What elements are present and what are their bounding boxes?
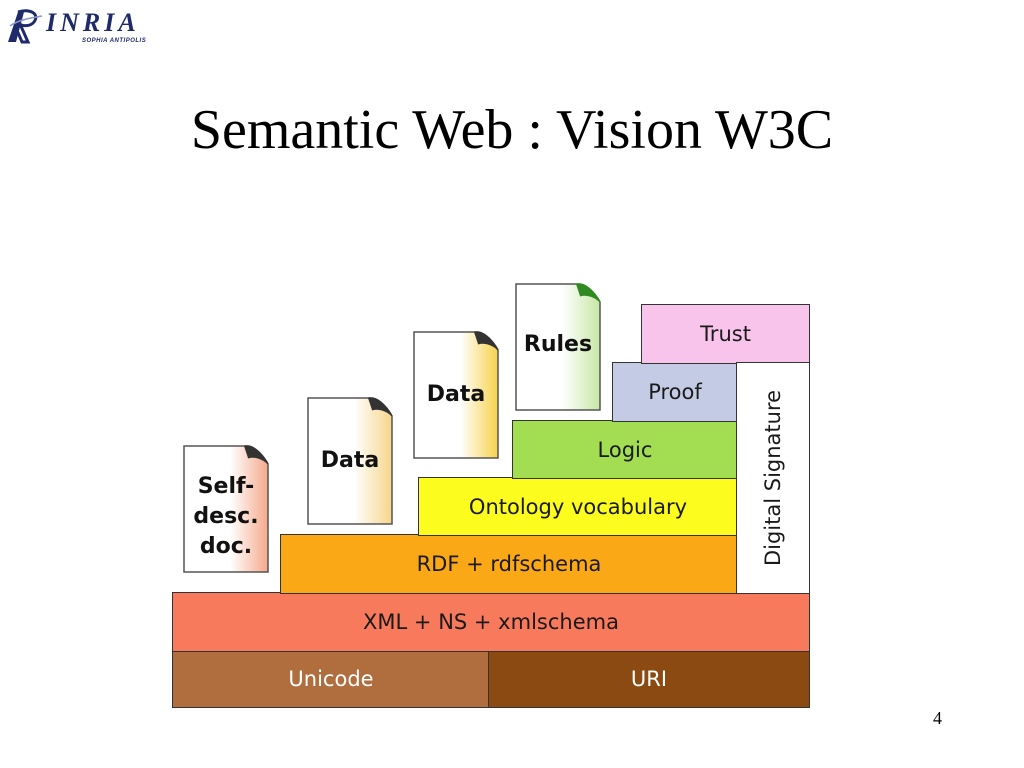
- layer-logic: Logic: [512, 420, 738, 479]
- layer-ontology: Ontology vocabulary: [418, 477, 738, 536]
- document-self-desc-line-2: desc.: [193, 504, 259, 529]
- layer-logic-label: Logic: [597, 437, 653, 462]
- layer-proof: Proof: [612, 362, 738, 422]
- layer-unicode: Unicode: [172, 650, 490, 708]
- document-icon: [183, 445, 269, 573]
- document-data-1-label: Data: [320, 448, 380, 473]
- layer-unicode-label: Unicode: [288, 667, 374, 691]
- slide-title: Semantic Web : Vision W3C: [190, 99, 834, 161]
- layer-trust: Trust: [641, 304, 810, 364]
- layer-xml: XML + NS + xmlschema: [172, 592, 810, 652]
- layer-digital-signature: Digital Signature: [736, 362, 810, 594]
- layer-trust-label: Trust: [700, 322, 751, 346]
- inria-logo: INRIA SOPHIA ANTIPOLIS: [4, 6, 164, 46]
- layer-proof-label: Proof: [648, 380, 702, 404]
- document-icon: [307, 397, 393, 525]
- document-self-desc-line-1: Self-: [197, 474, 255, 499]
- document-data-2: Data: [412, 328, 500, 460]
- layer-ontology-label: Ontology vocabulary: [468, 494, 688, 519]
- layer-uri-label: URI: [630, 667, 668, 691]
- logo-subtitle: SOPHIA ANTIPOLIS: [82, 38, 147, 44]
- document-data-2-label: Data: [426, 382, 486, 407]
- document-data-1: Data: [306, 394, 394, 526]
- document-self-desc-line-3: doc.: [199, 534, 253, 559]
- page-number: 4: [933, 708, 942, 728]
- document-icon: [413, 331, 499, 459]
- layer-rdf: RDF + rdfschema: [280, 534, 738, 594]
- layer-xml-label: XML + NS + xmlschema: [363, 610, 619, 634]
- inria-logo-mark: [8, 9, 43, 44]
- layer-digital-signature-label: Digital Signature: [761, 389, 785, 567]
- document-icon: [515, 283, 601, 411]
- layer-uri: URI: [488, 650, 810, 708]
- layer-rdf-label: RDF + rdfschema: [416, 552, 602, 576]
- document-rules-label: Rules: [523, 332, 593, 357]
- document-self-desc: Self- desc. doc.: [182, 442, 270, 574]
- document-rules: Rules: [514, 280, 602, 412]
- logo-text: INRIA: [46, 8, 140, 37]
